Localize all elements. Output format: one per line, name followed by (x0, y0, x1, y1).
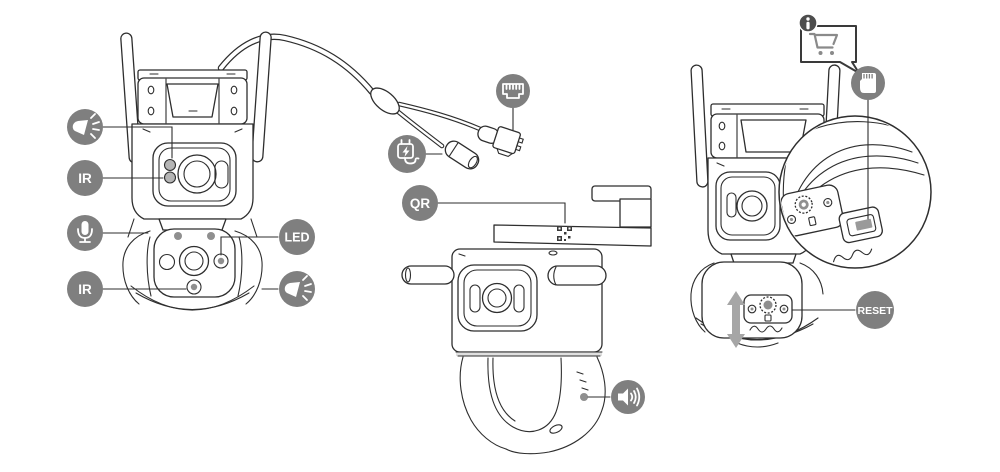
status-led (217, 257, 225, 265)
upper-camera-body (707, 157, 815, 255)
svg-text:LED: LED (285, 231, 310, 245)
sd-cover-flap (780, 184, 844, 237)
qr-badge: QR (402, 185, 438, 221)
callout-badges: IR IR LED (67, 66, 894, 414)
camera-front-view (120, 31, 524, 311)
white-light-led (158, 253, 176, 271)
led-badge: LED (279, 219, 315, 255)
ir-led-bottom (163, 171, 177, 184)
pointer-lines (102, 107, 856, 398)
lower-ptz-ball (690, 253, 824, 348)
qr-code (557, 226, 572, 241)
microphone-icon (67, 215, 103, 251)
camera-perspective-view: i (690, 13, 932, 348)
camera-side-view (401, 185, 652, 455)
shopping-cart-icon (808, 32, 839, 55)
svg-text:IR: IR (78, 171, 92, 186)
mounting-bracket (137, 69, 248, 125)
up-down-arrow-icon (727, 291, 745, 348)
antenna-right (251, 31, 272, 163)
spotlight-icon (279, 271, 315, 307)
speaker-icon (611, 380, 645, 414)
wall-mount-arm (493, 185, 652, 247)
speaker-grille (749, 325, 783, 333)
micro-sd-card-icon (851, 66, 885, 100)
antenna-stub-left (401, 265, 455, 285)
ir-led-ball (190, 283, 198, 291)
side-view-lens (481, 282, 513, 314)
info-icon: i (798, 13, 818, 33)
antenna-left (690, 64, 709, 188)
svg-text:IR: IR (78, 282, 92, 297)
svg-text:QR: QR (410, 196, 431, 211)
ptz-ball (122, 218, 263, 311)
ir-badge-bottom: IR (67, 271, 103, 307)
power-connector (444, 140, 480, 170)
light-sensor-pill (214, 160, 229, 189)
upper-camera-body (131, 123, 254, 220)
side-ptz-ball (459, 356, 606, 455)
ball-lens (178, 245, 210, 277)
speaker-grille-dot (580, 393, 588, 401)
purchase-callout: i (798, 13, 860, 74)
antenna-stub-right (547, 265, 607, 286)
svg-text:RESET: RESET (857, 305, 893, 317)
power-adapter-icon (388, 135, 426, 173)
reset-badge: RESET (856, 291, 894, 329)
power-cable (217, 33, 483, 149)
sd-card-slot (838, 206, 883, 244)
cable-splitter-boot (370, 87, 400, 115)
magnified-sd-slot-view (780, 121, 925, 263)
siren-light-icon (67, 109, 103, 145)
ir-led-top (163, 158, 177, 172)
side-camera-body (401, 248, 607, 357)
ethernet-connector (477, 125, 524, 158)
ir-badge-top: IR (67, 160, 103, 196)
ethernet-port-icon (496, 74, 530, 108)
reset-button-plate (743, 294, 793, 333)
